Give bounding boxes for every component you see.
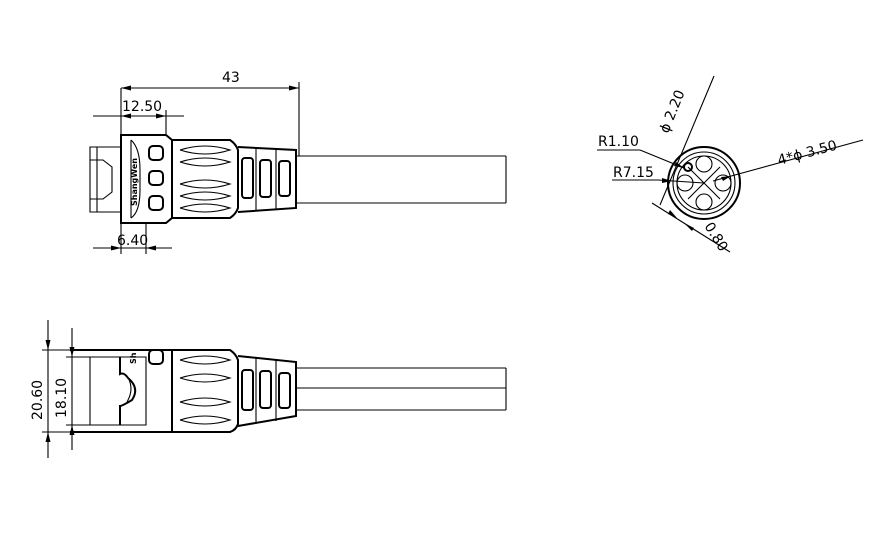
leader-corner-radius: R1.10: [597, 134, 685, 169]
strain-relief-top: [237, 146, 297, 213]
dim-label-hole-spec: 4*ϕ 3.50: [776, 138, 839, 169]
dim-label-43: 43: [222, 70, 240, 86]
leader-body-radius: R7.15: [612, 165, 705, 184]
pin-hole-left: [676, 174, 694, 192]
brand-label-short: Sh: [129, 352, 138, 364]
head-top: ShangWen: [120, 134, 173, 224]
latch-top: [89, 146, 121, 213]
dim-label-18-10: 18.10: [54, 378, 70, 418]
dimension-head-length: 12.50: [93, 99, 184, 134]
bottom-view: Sh 20.60: [30, 320, 507, 458]
strain-relief-bottom: [237, 355, 297, 427]
grip-body-bottom: [172, 349, 239, 433]
pin-hole-bottom: [695, 193, 713, 211]
top-view: ShangWen 43: [89, 70, 507, 254]
brand-label: ShangWen: [130, 158, 139, 206]
dimension-overall-length: 43: [120, 70, 300, 156]
dimension-outer-height: 20.60: [30, 320, 146, 458]
housing-bottom: Sh: [70, 349, 173, 433]
leader-hole-spec: 4*ϕ 3.50: [712, 138, 864, 182]
grip-body-top: [172, 139, 239, 219]
dim-label-pin-diameter: ϕ 2.20: [657, 88, 689, 136]
cable-top: [296, 155, 507, 204]
pin-hole-top: [695, 155, 713, 173]
leader-pin-diameter: ϕ 2.20: [657, 75, 715, 206]
dim-label-20-60: 20.60: [30, 380, 46, 420]
dimension-inner-height: 18.10: [54, 328, 90, 450]
pin-hole-right: [714, 174, 732, 192]
dim-label-6-40: 6.40: [117, 233, 148, 249]
cable-bottom: [296, 367, 507, 411]
dim-label-r1-10: R1.10: [598, 134, 639, 150]
dimension-tip-length: 6.40: [93, 223, 172, 254]
dim-label-12-50: 12.50: [122, 99, 162, 115]
front-view: ϕ 2.20 R1.10 R7.15 4*ϕ 3.50 0.80: [597, 75, 864, 255]
dim-label-r7-15: R7.15: [613, 165, 654, 181]
